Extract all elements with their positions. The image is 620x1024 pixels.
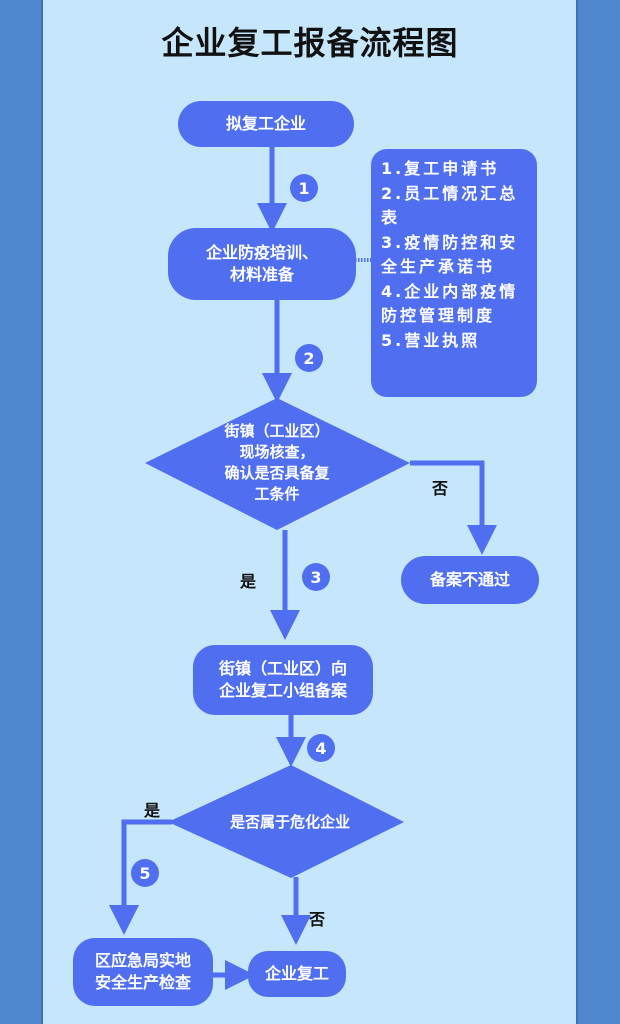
decision-diamond-hazchem	[168, 765, 404, 878]
materials-list: 1.复工申请书 2.员工情况汇总表 3.疫情防控和安全生产承诺书 4.企业内部疫…	[371, 149, 537, 397]
step-badge-4: 4	[307, 734, 335, 762]
branch-label-check-yes: 是	[240, 572, 257, 591]
decision-diamond-onsite	[145, 398, 410, 530]
node-resume: 企业复工	[248, 951, 346, 997]
materials-item: 4.企业内部疫情防控管理制度	[381, 281, 519, 326]
step-badge-1: 1	[290, 174, 318, 202]
branch-label-hazchem-yes: 是	[144, 801, 161, 820]
branch-label-check-no: 否	[432, 479, 449, 498]
node-onsite-check: 街镇（工业区） 现场核查， 确认是否具备复 工条件	[224, 422, 330, 503]
step-badge-2: 2	[295, 344, 323, 372]
materials-item: 2.员工情况汇总表	[381, 183, 519, 228]
materials-item: 1.复工申请书	[381, 159, 500, 178]
step-badge-3: 3	[302, 563, 330, 591]
page-title: 企业复工报备流程图	[161, 24, 459, 62]
node-training: 企业防疫培训、 材料准备	[168, 228, 356, 300]
node-inspection: 区应急局实地 安全生产检查	[73, 938, 213, 1006]
materials-item: 3.疫情防控和安全生产承诺书	[381, 232, 519, 277]
step-badge-5: 5	[131, 859, 159, 887]
node-filing: 街镇（工业区）向 企业复工小组备案	[193, 645, 373, 715]
branch-label-hazchem-no: 否	[309, 910, 326, 929]
materials-item: 5.营业执照	[381, 330, 481, 350]
node-hazchem-check: 是否属于危化企业	[229, 813, 350, 831]
node-rejected: 备案不通过	[401, 556, 539, 604]
node-start: 拟复工企业	[178, 101, 354, 147]
